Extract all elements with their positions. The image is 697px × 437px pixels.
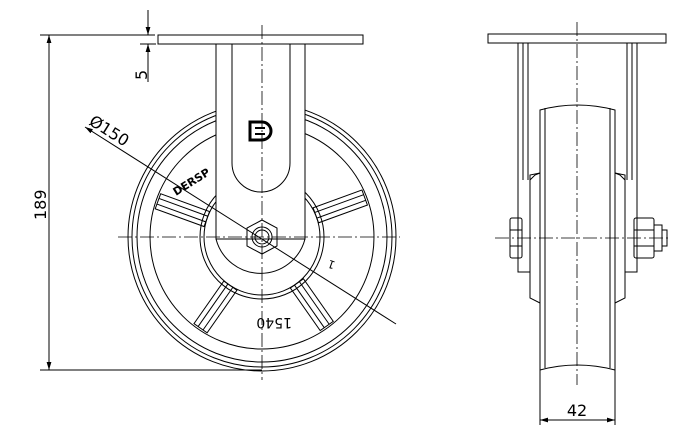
height-label: 189: [31, 189, 50, 220]
brand-marking: DERSP: [171, 166, 213, 199]
diameter-dim-line: [84, 126, 397, 325]
front-view: DERSP 1540 1 Ø150 5 189: [31, 10, 400, 380]
top-plate-front: [157, 34, 364, 45]
side-marking: 1: [326, 257, 337, 272]
plate-thickness-label: 5: [132, 70, 151, 80]
code-marking: 1540: [256, 314, 292, 330]
diameter-label: Ø150: [86, 111, 133, 150]
side-view: 42: [487, 22, 670, 425]
wheel-spokes: [154, 189, 369, 334]
wheel-side: [539, 104, 616, 371]
width-label: 42: [567, 401, 587, 420]
fork-bottom: [215, 238, 306, 274]
fork-slot: [231, 44, 291, 193]
